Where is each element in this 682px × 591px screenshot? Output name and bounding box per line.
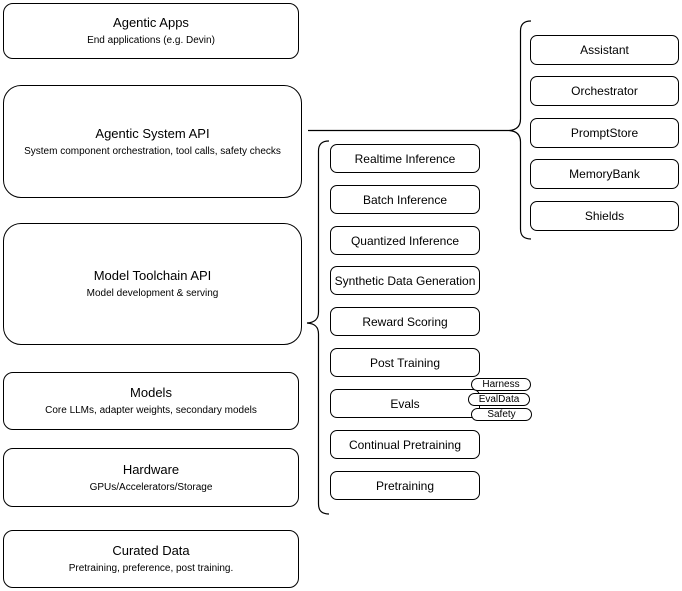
layer-box-agentic-system-api: Agentic System API System component orch…	[3, 85, 302, 198]
layer-subtitle: Model development & serving	[86, 288, 219, 299]
layer-title: Agentic System API	[95, 125, 210, 141]
layer-title: Model Toolchain API	[93, 268, 212, 283]
layer-title: Curated Data	[112, 543, 190, 558]
layer-box-model-toolchain-api: Model Toolchain API Model development & …	[3, 223, 302, 345]
layer-title: Models	[130, 385, 172, 400]
toolchain-box-post-training: Post Training	[330, 348, 480, 377]
toolchain-box-pretraining: Pretraining	[330, 471, 480, 500]
system-box-memorybank: MemoryBank	[530, 159, 679, 189]
layer-box-agentic-apps: Agentic Apps End applications (e.g. Devi…	[3, 3, 299, 59]
system-box-shields: Shields	[530, 201, 679, 231]
system-box-orchestrator: Orchestrator	[530, 76, 679, 106]
layer-subtitle: Pretraining, preference, post training.	[68, 563, 234, 574]
toolchain-box-reward-scoring: Reward Scoring	[330, 307, 480, 336]
layer-subtitle: End applications (e.g. Devin)	[87, 35, 215, 46]
system-box-promptstore: PromptStore	[530, 118, 679, 148]
toolchain-box-batch-inference: Batch Inference	[330, 185, 480, 214]
toolchain-box-continual-pretraining: Continual Pretraining	[330, 430, 480, 459]
toolchain-box-quantized-inference: Quantized Inference	[330, 226, 480, 255]
toolchain-box-synthetic-data-generation: Synthetic Data Generation	[330, 266, 480, 295]
system-box-assistant: Assistant	[530, 35, 679, 65]
layer-box-hardware: Hardware GPUs/Accelerators/Storage	[3, 448, 299, 507]
layer-box-curated-data: Curated Data Pretraining, preference, po…	[3, 530, 299, 588]
toolchain-brace	[306, 140, 330, 515]
layer-subtitle: System component orchestration, tool cal…	[24, 145, 281, 157]
system-brace	[508, 20, 532, 240]
layer-box-models: Models Core LLMs, adapter weights, secon…	[3, 372, 299, 430]
eval-pill-safety: Safety	[471, 408, 532, 421]
toolchain-box-evals: Evals	[330, 389, 480, 418]
layer-title: Agentic Apps	[113, 15, 189, 30]
layer-title: Hardware	[122, 461, 180, 477]
toolchain-box-realtime-inference: Realtime Inference	[330, 144, 480, 173]
layer-subtitle: Core LLMs, adapter weights, secondary mo…	[45, 405, 257, 416]
layer-subtitle: GPUs/Accelerators/Storage	[89, 481, 213, 493]
eval-pill-harness: Harness	[471, 378, 531, 391]
eval-pill-evaldata: EvalData	[468, 393, 530, 406]
